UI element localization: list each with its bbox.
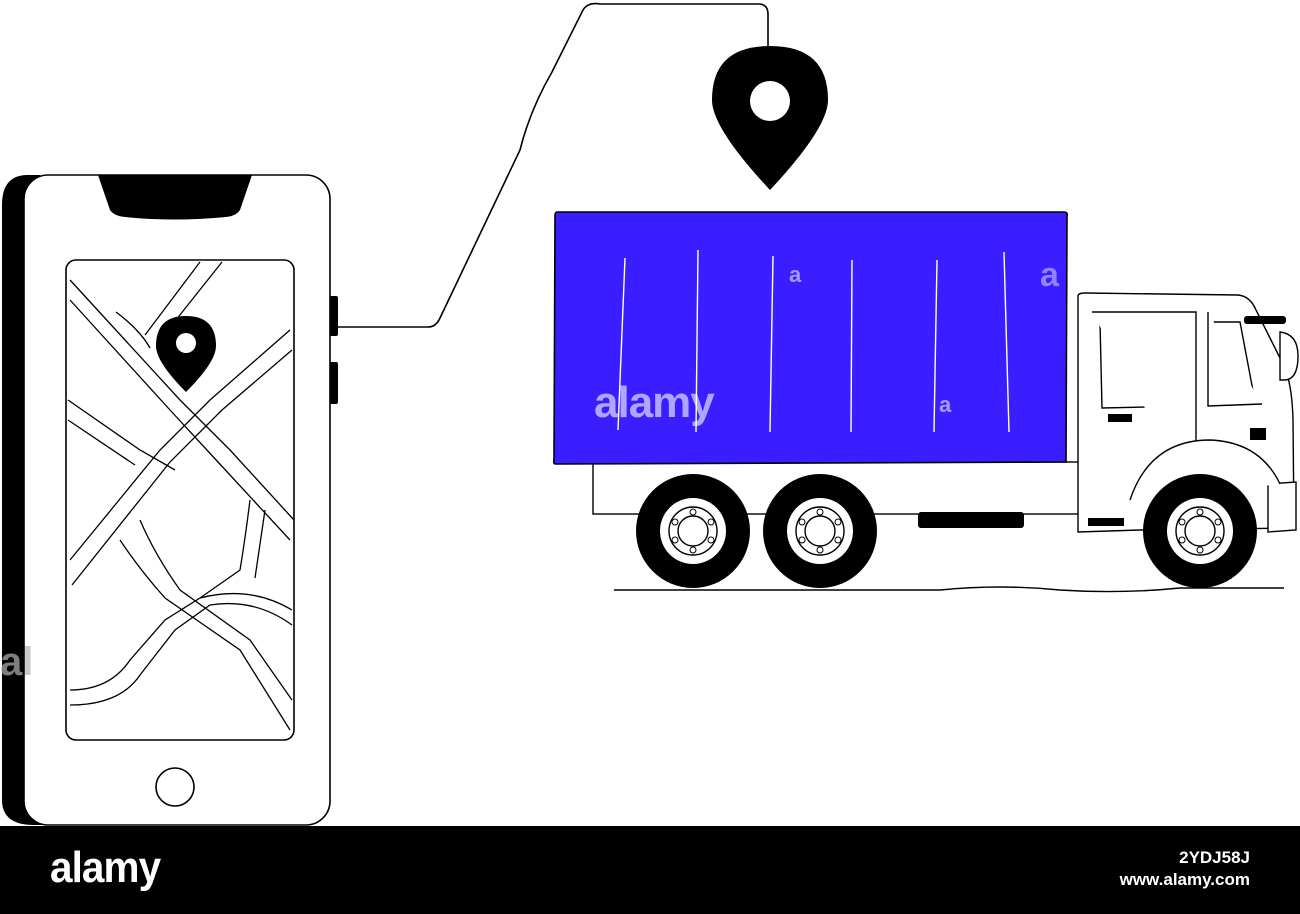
ground-line — [614, 586, 1284, 593]
image-id: 2YDJ58J — [1179, 848, 1250, 867]
location-pin-icon — [712, 46, 828, 190]
route-line — [304, 2, 769, 328]
side-button-top — [330, 296, 338, 336]
watermark-fragment: al — [0, 640, 34, 684]
footer-url[interactable]: www.alamy.com — [1119, 870, 1250, 889]
watermark: alamy — [594, 378, 715, 427]
location-pin-icon — [156, 316, 216, 392]
home-button — [155, 767, 195, 807]
watermark-fragment: a — [789, 262, 802, 287]
watermark-fragment: a — [939, 392, 952, 417]
map-icon — [65, 259, 295, 741]
watermark-fragment: a — [1040, 256, 1059, 294]
cargo-container — [552, 211, 1068, 465]
wheel — [763, 474, 877, 588]
wheel — [1143, 474, 1257, 588]
footer-logo[interactable]: alamy — [50, 843, 161, 892]
footer-bar — [0, 826, 1300, 914]
side-button-bottom — [330, 362, 338, 404]
phone-notch — [98, 175, 252, 220]
wheel — [636, 474, 750, 588]
truck-icon — [552, 211, 1299, 593]
